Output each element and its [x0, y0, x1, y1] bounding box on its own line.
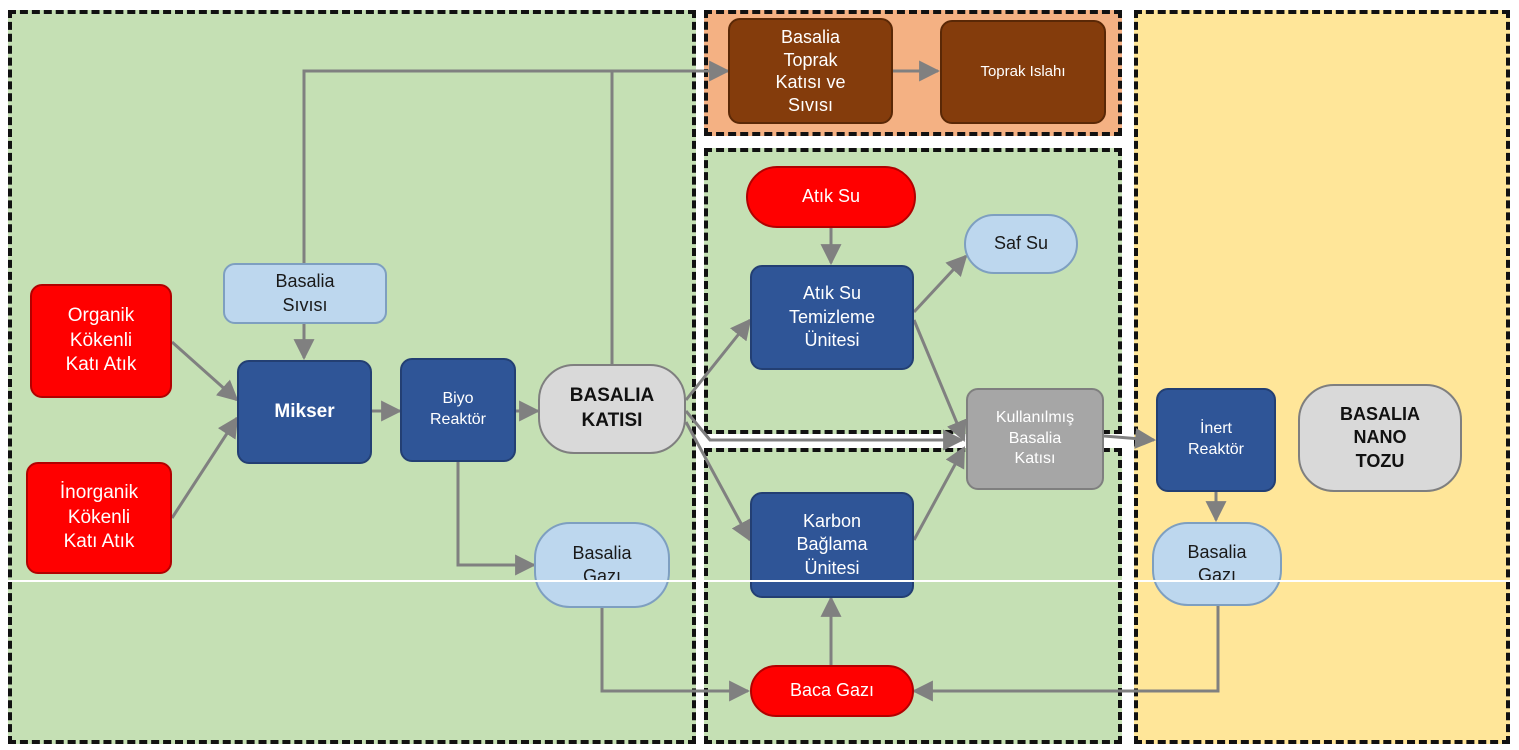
arrow-sivisi-to-toprak [302, 60, 731, 263]
arrow-karbon-to-kullanilmis [912, 446, 966, 541]
pure-water-node: Saf Su [964, 214, 1078, 274]
used-basalia-solid-node: Kullanılmış Basalia Katısı [966, 388, 1104, 490]
arrow-inorganik-to-mikser [170, 416, 239, 519]
arrow-temizleme-to-kullanilmis [912, 319, 967, 442]
basalia-gas-node-1: Basalia Gazı [534, 522, 670, 608]
nano-powder-region [1134, 10, 1510, 744]
arrow-gazi1-to-baca [600, 608, 751, 702]
waste-water-treatment-node: Atık Su Temizleme Ünitesi [750, 265, 914, 370]
soil-solid-liquid-node: Basalia Toprak Katısı ve Sıvısı [728, 18, 893, 124]
carbon-binding-node: Karbon Bağlama Ünitesi [750, 492, 914, 598]
arrow-katisi-to-kullanilmis [684, 410, 965, 451]
inorganic-waste-node: İnorganik Kökenli Katı Atık [26, 462, 172, 574]
waste-water-node: Atık Su [746, 166, 916, 228]
basalia-nano-powder-node: BASALIA NANO TOZU [1298, 384, 1462, 492]
arrow-temizleme-to-safsu [912, 254, 968, 314]
inert-reactor-node: İnert Reaktör [1156, 388, 1276, 492]
arrow-biyo-to-gazi [456, 462, 537, 576]
basalia-solid-node: BASALIA KATISI [538, 364, 686, 454]
arrow-kullanilmis-to-inert [1103, 428, 1157, 449]
flue-gas-node: Baca Gazı [750, 665, 914, 717]
soil-improvement-node: Toprak Islahı [940, 20, 1106, 124]
divider-line [0, 580, 1519, 582]
arrow-katisi-to-karbon [684, 421, 752, 542]
organic-waste-node: Organik Kökenli Katı Atık [30, 284, 172, 398]
arrow-organik-to-mikser [171, 340, 239, 402]
basalia-liquid-node: Basalia Sıvısı [223, 263, 387, 324]
bio-reactor-node: Biyo Reaktör [400, 358, 516, 462]
basalia-gas-node-2: Basalia Gazı [1152, 522, 1282, 606]
arrow-katisi-to-atiksu [684, 318, 752, 401]
arrow-gazi2-to-baca [911, 606, 1220, 702]
mixer-node: Mikser [237, 360, 372, 464]
